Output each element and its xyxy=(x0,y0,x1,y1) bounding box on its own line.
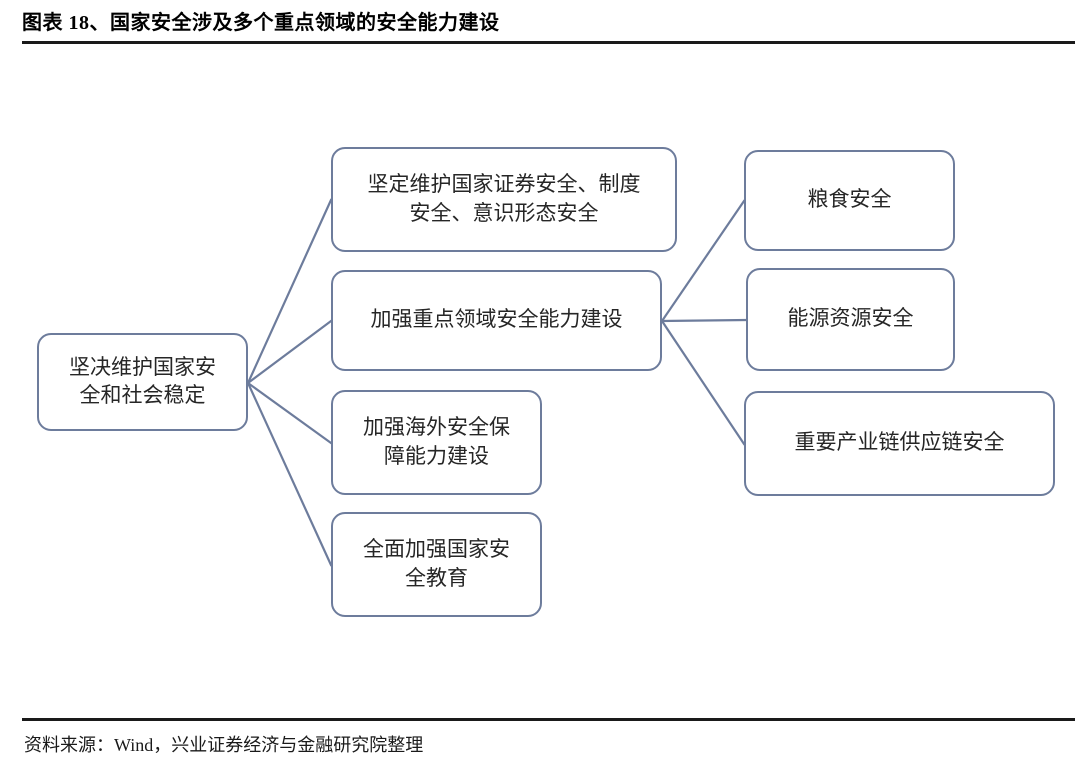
node-branch-1-label: 加强重点领域安全能力建设 xyxy=(370,308,623,332)
title-divider xyxy=(22,41,1075,44)
org-diagram: 坚决维护国家安 全和社会稳定 坚定维护国家证券安全、制度 安全、意识形态安全 加… xyxy=(0,50,1080,715)
edge-root-to-branch-1 xyxy=(246,319,333,385)
node-branch-2-label: 加强海外安全保 障能力建设 xyxy=(363,416,510,468)
node-root[interactable]: 坚决维护国家安 全和社会稳定 xyxy=(37,333,248,431)
node-branch-securities-system-ideology[interactable]: 坚定维护国家证券安全、制度 安全、意识形态安全 xyxy=(331,147,677,252)
node-branch-3-label: 全面加强国家安 全教育 xyxy=(363,538,510,590)
node-leaf-food-security[interactable]: 粮食安全 xyxy=(744,150,955,251)
page-title: 图表 18、国家安全涉及多个重点领域的安全能力建设 xyxy=(22,12,500,34)
edge-root-to-branch-2 xyxy=(246,381,333,445)
source-note: 资料来源：Wind，兴业证券经济与金融研究院整理 xyxy=(24,735,424,755)
node-branch-overseas-security[interactable]: 加强海外安全保 障能力建设 xyxy=(331,390,542,495)
source-divider xyxy=(22,718,1075,721)
edge-root-to-branch-0 xyxy=(246,198,333,385)
node-branch-0-label: 坚定维护国家证券安全、制度 安全、意识形态安全 xyxy=(367,173,641,225)
edge-branch1-to-leaf-2 xyxy=(660,319,746,446)
edge-root-to-branch-3 xyxy=(246,381,333,567)
node-leaf-supply-chain-security[interactable]: 重要产业链供应链安全 xyxy=(744,391,1055,496)
node-leaf-2-label: 重要产业链供应链安全 xyxy=(794,431,1005,455)
node-branch-national-security-education[interactable]: 全面加强国家安 全教育 xyxy=(331,512,542,617)
node-branch-key-areas-capability[interactable]: 加强重点领域安全能力建设 xyxy=(331,270,662,371)
node-leaf-energy-resource-security[interactable]: 能源资源安全 xyxy=(746,268,955,371)
node-root-label: 坚决维护国家安 全和社会稳定 xyxy=(69,355,216,407)
node-leaf-1-label: 能源资源安全 xyxy=(787,307,914,331)
edge-branch1-to-leaf-1 xyxy=(660,318,748,323)
node-leaf-0-label: 粮食安全 xyxy=(807,188,892,212)
